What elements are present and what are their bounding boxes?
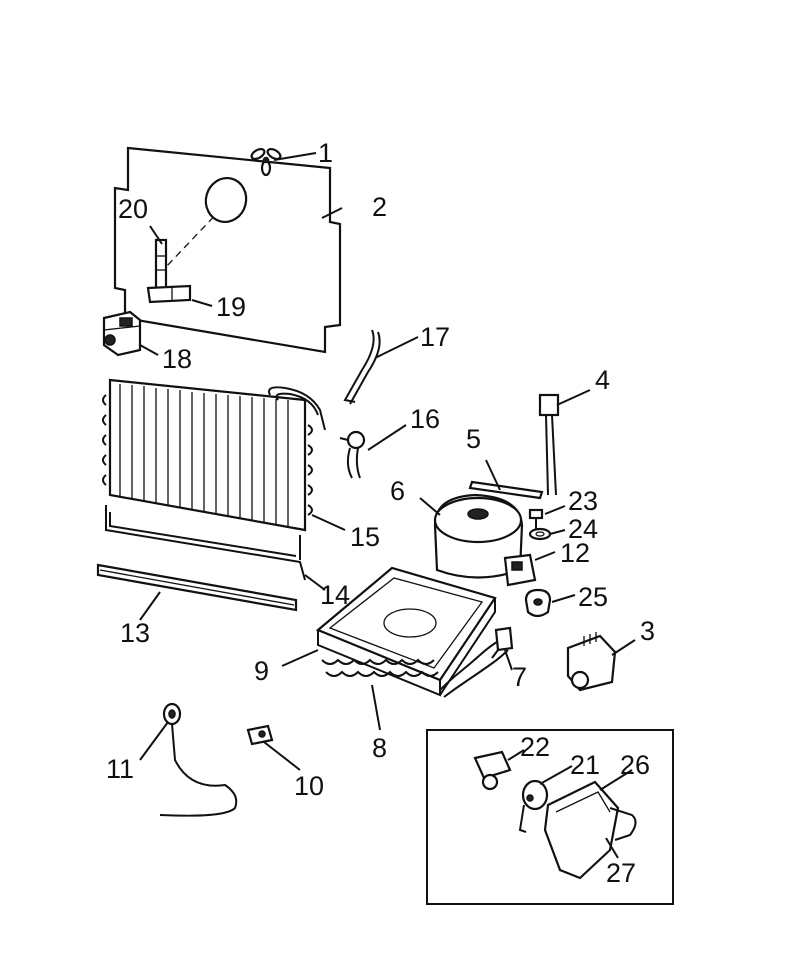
fan-opening	[204, 177, 248, 223]
inset-cover	[543, 780, 637, 880]
relay-assembly	[566, 632, 617, 692]
overload-protector	[538, 393, 560, 496]
defrost-thermostat	[339, 430, 366, 479]
part-label-17: 17	[420, 322, 450, 352]
small-clip	[246, 724, 274, 746]
inset-box	[426, 729, 674, 905]
part-label-6: 6	[390, 476, 405, 506]
inset-overload	[518, 779, 549, 833]
defrost-heater	[105, 505, 306, 581]
fan-motor	[102, 310, 142, 357]
part-label-26: 26	[620, 750, 650, 780]
part-label-1: 1	[318, 138, 333, 168]
part-label-21: 21	[570, 750, 600, 780]
part-label-5: 5	[466, 424, 481, 454]
part-label-4: 4	[595, 365, 610, 395]
fan-blade	[250, 147, 282, 177]
condenser-clip	[491, 626, 514, 659]
part-label-12: 12	[560, 538, 590, 568]
evaporator-coil	[102, 378, 326, 532]
part-label-20: 20	[118, 194, 148, 224]
grommet	[524, 588, 552, 618]
drain-trough	[96, 563, 298, 612]
part-labels: 1 2 3 4 5 6 7 8 9 10 11 12 13 14 15 16 1…	[106, 138, 655, 888]
part-label-18: 18	[162, 344, 192, 374]
part-label-24: 24	[568, 514, 598, 544]
washer	[528, 527, 552, 541]
overload-clip	[468, 480, 544, 500]
bracket-foot	[146, 284, 192, 304]
part-label-15: 15	[350, 522, 380, 552]
part-label-23: 23	[568, 486, 598, 516]
fan-bracket	[154, 238, 168, 290]
drain-heater	[159, 702, 238, 817]
part-label-22: 22	[520, 732, 550, 762]
part-label-16: 16	[410, 404, 440, 434]
part-label-19: 19	[216, 292, 246, 322]
part-label-3: 3	[640, 616, 655, 646]
start-relay	[503, 553, 537, 587]
part-label-25: 25	[578, 582, 608, 612]
part-label-11: 11	[106, 754, 134, 784]
part-label-2: 2	[372, 192, 387, 222]
part-label-8: 8	[372, 733, 387, 763]
part-label-7: 7	[512, 662, 527, 692]
part-label-10: 10	[294, 771, 324, 801]
inset-relay	[473, 750, 512, 791]
leader-lines	[139, 152, 636, 859]
part-label-27: 27	[606, 858, 636, 888]
part-label-14: 14	[320, 580, 350, 610]
condenser-coil	[321, 639, 509, 698]
capillary-tube	[343, 329, 381, 405]
compressor	[433, 493, 524, 579]
part-label-9: 9	[254, 656, 269, 686]
part-label-13: 13	[120, 618, 150, 648]
